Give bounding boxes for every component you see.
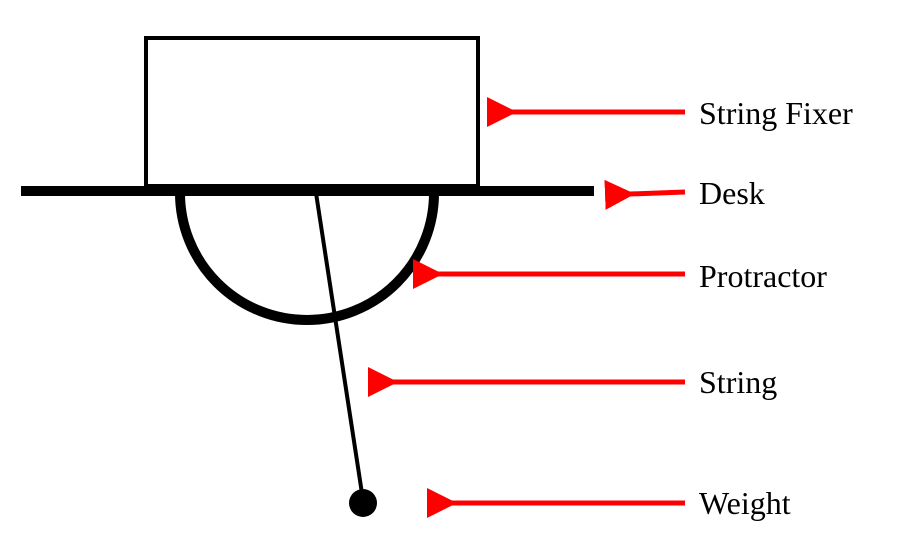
label-string: String: [699, 364, 778, 400]
string-fixer-box: [144, 36, 480, 188]
label-string-fixer: String Fixer: [699, 95, 853, 131]
string-line: [314, 192, 365, 501]
pointer-arrows: [368, 97, 686, 518]
weight-ball: [349, 489, 377, 517]
label-desk: Desk: [699, 175, 765, 211]
protractor-arc: [175, 192, 439, 325]
label-protractor: Protractor: [699, 258, 827, 294]
arrow-desk: [604, 179, 686, 210]
label-weight: Weight: [699, 485, 791, 521]
